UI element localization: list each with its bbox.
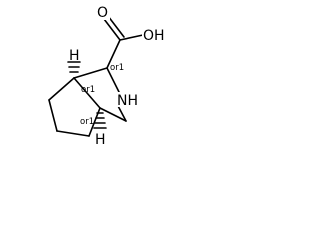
stereo-label-c3a: or1 [81,85,95,95]
bond-ccooh-o-double-a [103,18,121,41]
bond-ccooh-oh [119,34,144,41]
bond-c1-n2 [106,67,121,95]
hydrogen-bottom-label: H [95,132,106,148]
bond-c3a-c1 [73,67,108,79]
hydrogen-top-label: H [69,48,80,64]
label-mask-nh [116,92,144,107]
bond-c3a-c4 [48,77,75,101]
bond-c6a-c3a [73,77,101,109]
nitrogen-label: NH [117,93,138,109]
chemical-structure-diagram: O OH NH H H or1 or1 or1 [48,4,168,148]
bond-ccooh-o-double-b [107,15,125,38]
bond-c5-c6 [56,130,90,137]
bond-c3-c6a [99,107,127,122]
stereo-label-c6a: or1 [80,117,94,127]
bond-c1-ccooh [106,39,121,69]
label-mask-oh [142,26,168,42]
oxygen-label: O [97,5,108,21]
bond-c4-c5 [48,99,58,132]
hydroxyl-label: OH [143,28,165,44]
stereo-label-c1: or1 [110,63,124,73]
hashed-wedge-h-bottom [93,112,107,129]
label-mask-o [96,4,110,20]
hashed-wedge-h-top [67,61,81,79]
